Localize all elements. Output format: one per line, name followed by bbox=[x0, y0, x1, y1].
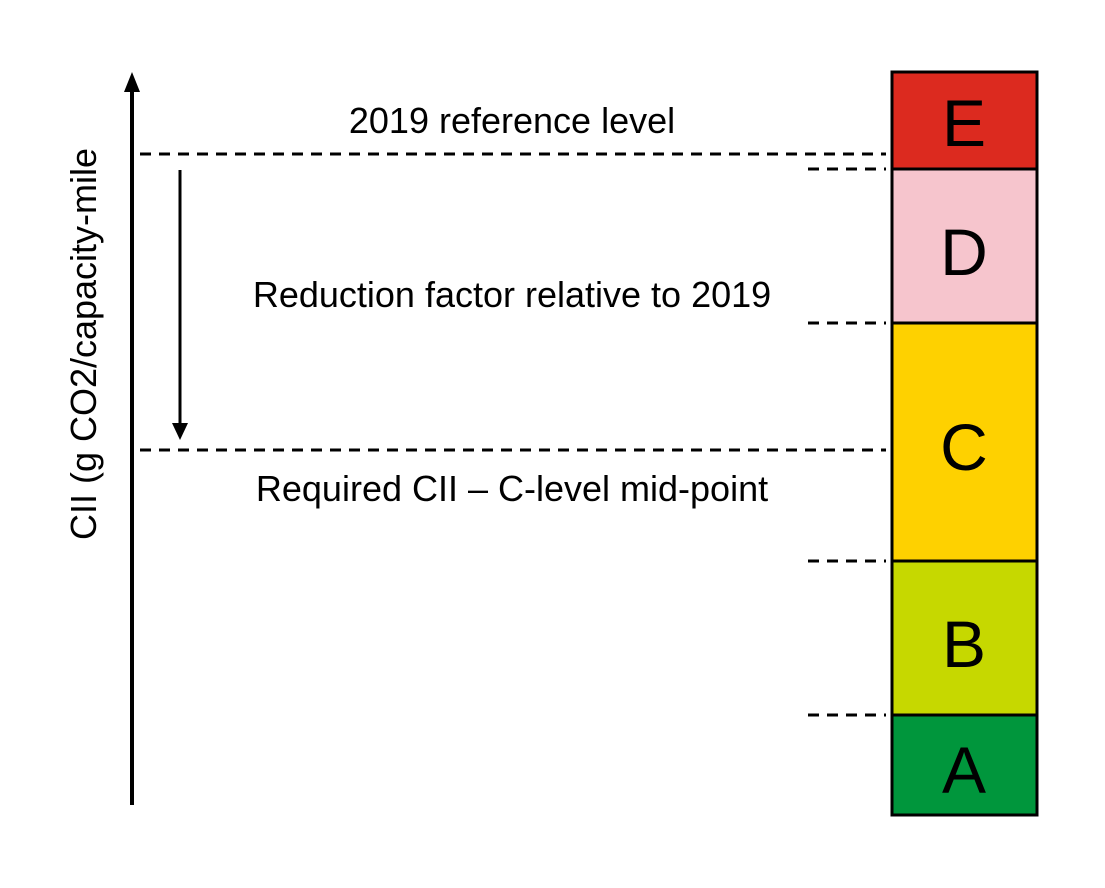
rating-band-e: E bbox=[890, 70, 1039, 171]
y-axis bbox=[124, 72, 140, 805]
rating-band-a: A bbox=[890, 713, 1039, 817]
rating-band-a-label: A bbox=[942, 733, 986, 807]
y-axis-label: CII (g CO2/capacity-mile bbox=[63, 148, 104, 540]
y-axis-arrowhead bbox=[124, 72, 140, 92]
reduction-arrow bbox=[172, 170, 188, 440]
rating-band-b: B bbox=[890, 559, 1039, 717]
rating-band-d: D bbox=[890, 167, 1039, 325]
reduction-factor-label: Reduction factor relative to 2019 bbox=[253, 274, 771, 315]
rating-band-b-box bbox=[890, 559, 1039, 717]
rating-band-d-label: D bbox=[940, 215, 988, 289]
rating-band-a-box bbox=[890, 713, 1039, 817]
rating-scale: E D C B A bbox=[890, 70, 1039, 817]
rating-band-c: C bbox=[890, 321, 1039, 563]
grade-boundary-ticks bbox=[808, 167, 886, 717]
reduction-arrow-head bbox=[172, 423, 188, 440]
required-cii-label: Required CII – C-level mid-point bbox=[256, 468, 768, 509]
reference-level-label: 2019 reference level bbox=[349, 100, 675, 141]
rating-band-c-box bbox=[890, 321, 1039, 563]
rating-band-e-label: E bbox=[942, 86, 986, 160]
rating-band-b-label: B bbox=[942, 607, 986, 681]
rating-band-e-box bbox=[890, 70, 1039, 171]
rating-band-c-label: C bbox=[940, 410, 988, 484]
